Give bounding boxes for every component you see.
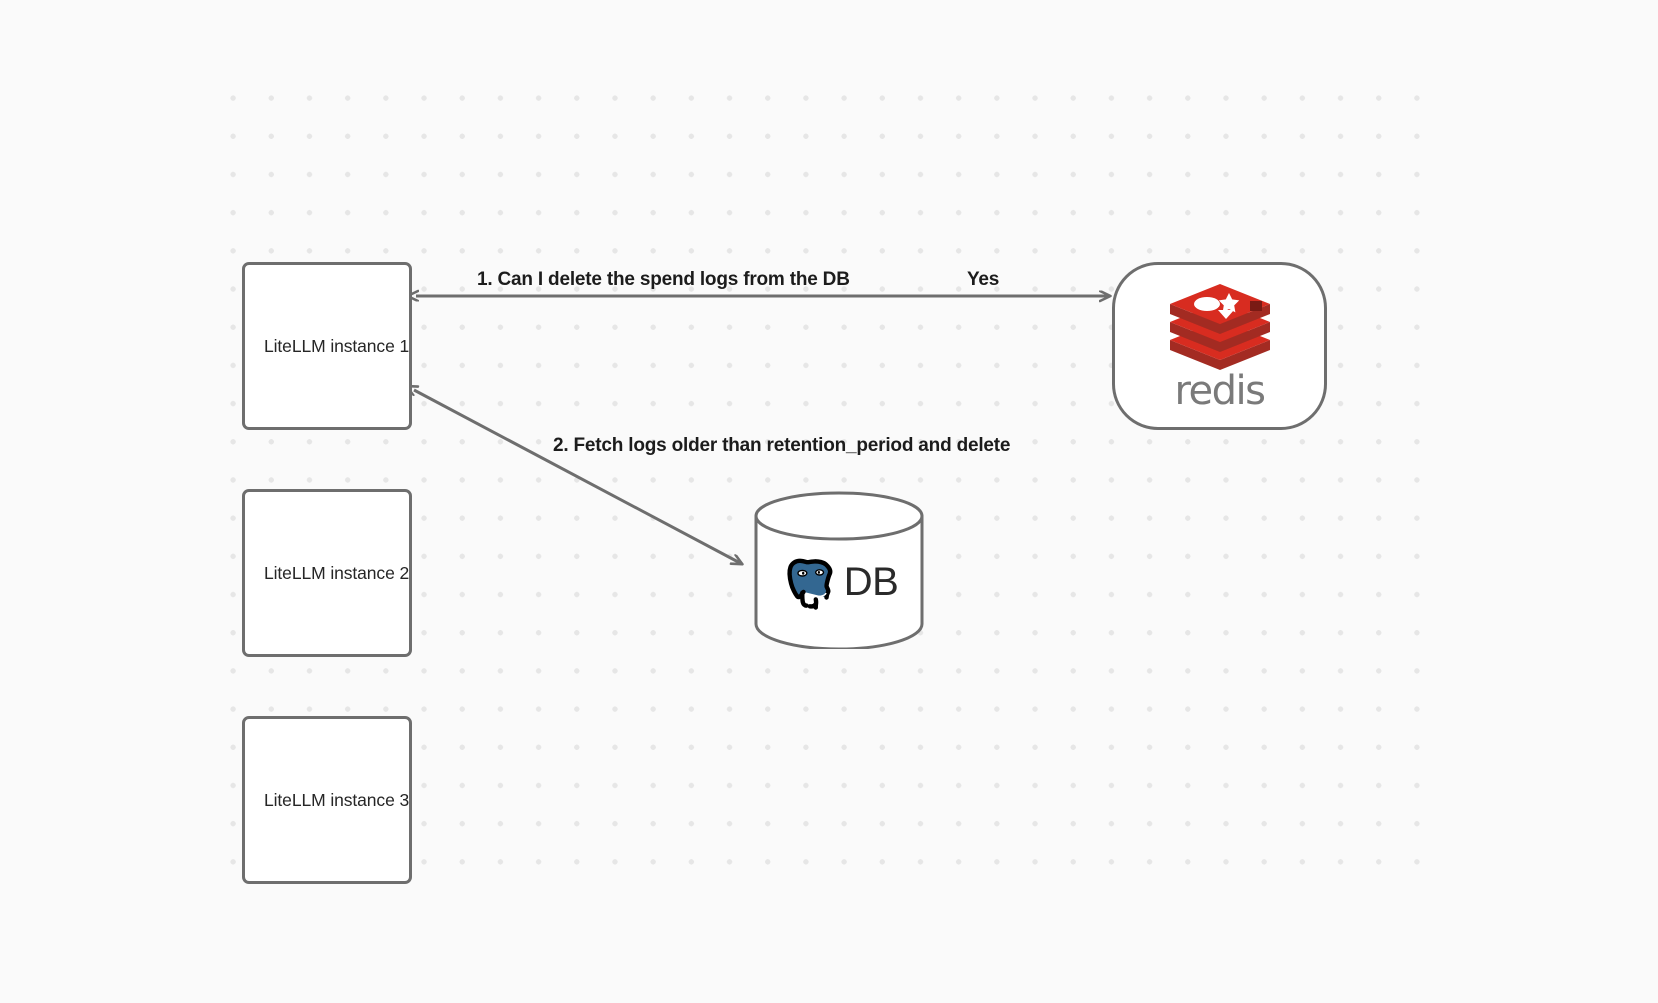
node-litellm-instance-2[interactable]: LiteLLM instance 2: [242, 489, 412, 657]
database-label: DB: [843, 559, 899, 604]
node-database[interactable]: DB: [753, 491, 925, 651]
node-litellm-instance-3[interactable]: LiteLLM instance 3: [242, 716, 412, 884]
edge-label-2: 2. Fetch logs older than retention_perio…: [553, 435, 1011, 456]
redis-wordmark: redis: [1174, 367, 1266, 414]
database-cylinder-shape: [754, 491, 924, 651]
edge-litellm1-db: [414, 390, 742, 564]
node-litellm-instance-3-label: LiteLLM instance 3: [264, 789, 410, 810]
node-litellm-instance-2-label: LiteLLM instance 2: [264, 562, 410, 583]
postgresql-elephant-icon: [787, 558, 833, 610]
redis-logo-group: redis: [1166, 283, 1274, 414]
node-litellm-instance-1[interactable]: LiteLLM instance 1: [242, 262, 412, 430]
redis-logo-icon: [1169, 283, 1270, 370]
database-label-group: DB: [753, 547, 925, 617]
node-redis[interactable]: redis: [1112, 262, 1327, 430]
edge-label-1-response: Yes: [967, 269, 1000, 290]
node-litellm-instance-1-label: LiteLLM instance 1: [264, 335, 410, 356]
edge-label-1: 1. Can I delete the spend logs from the …: [477, 269, 850, 290]
